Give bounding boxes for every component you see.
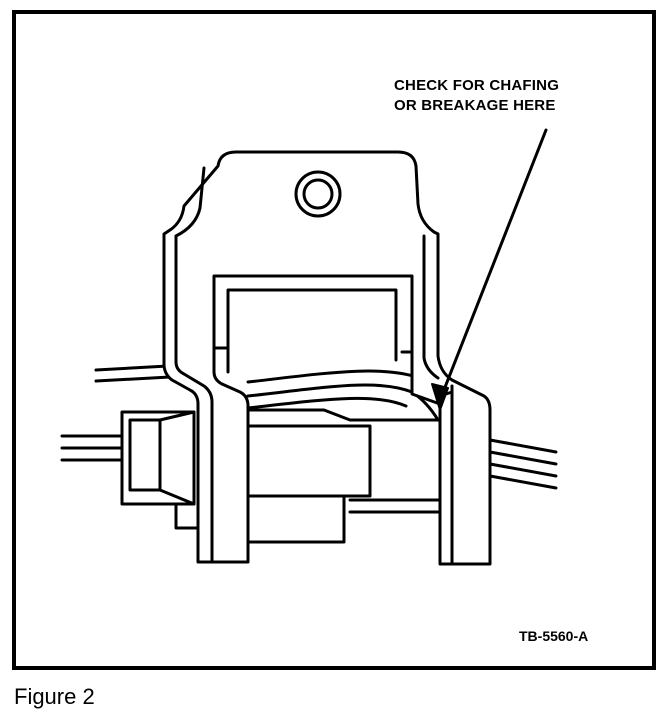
reference-code: TB-5560-A bbox=[519, 628, 589, 644]
callout-arrow bbox=[431, 128, 548, 411]
figure-frame bbox=[12, 10, 656, 670]
bolt-hole-icon bbox=[294, 170, 342, 218]
callout-text: CHECK FOR CHAFING OR BREAKAGE HERE bbox=[394, 76, 559, 116]
callout-line-2: OR BREAKAGE HERE bbox=[394, 97, 556, 114]
mounting-bracket bbox=[162, 150, 492, 566]
connector-body bbox=[120, 408, 442, 544]
callout-line-1: CHECK FOR CHAFING bbox=[394, 77, 560, 94]
figure-caption: Figure 2 bbox=[14, 684, 95, 709]
wire-harness bbox=[60, 364, 558, 490]
